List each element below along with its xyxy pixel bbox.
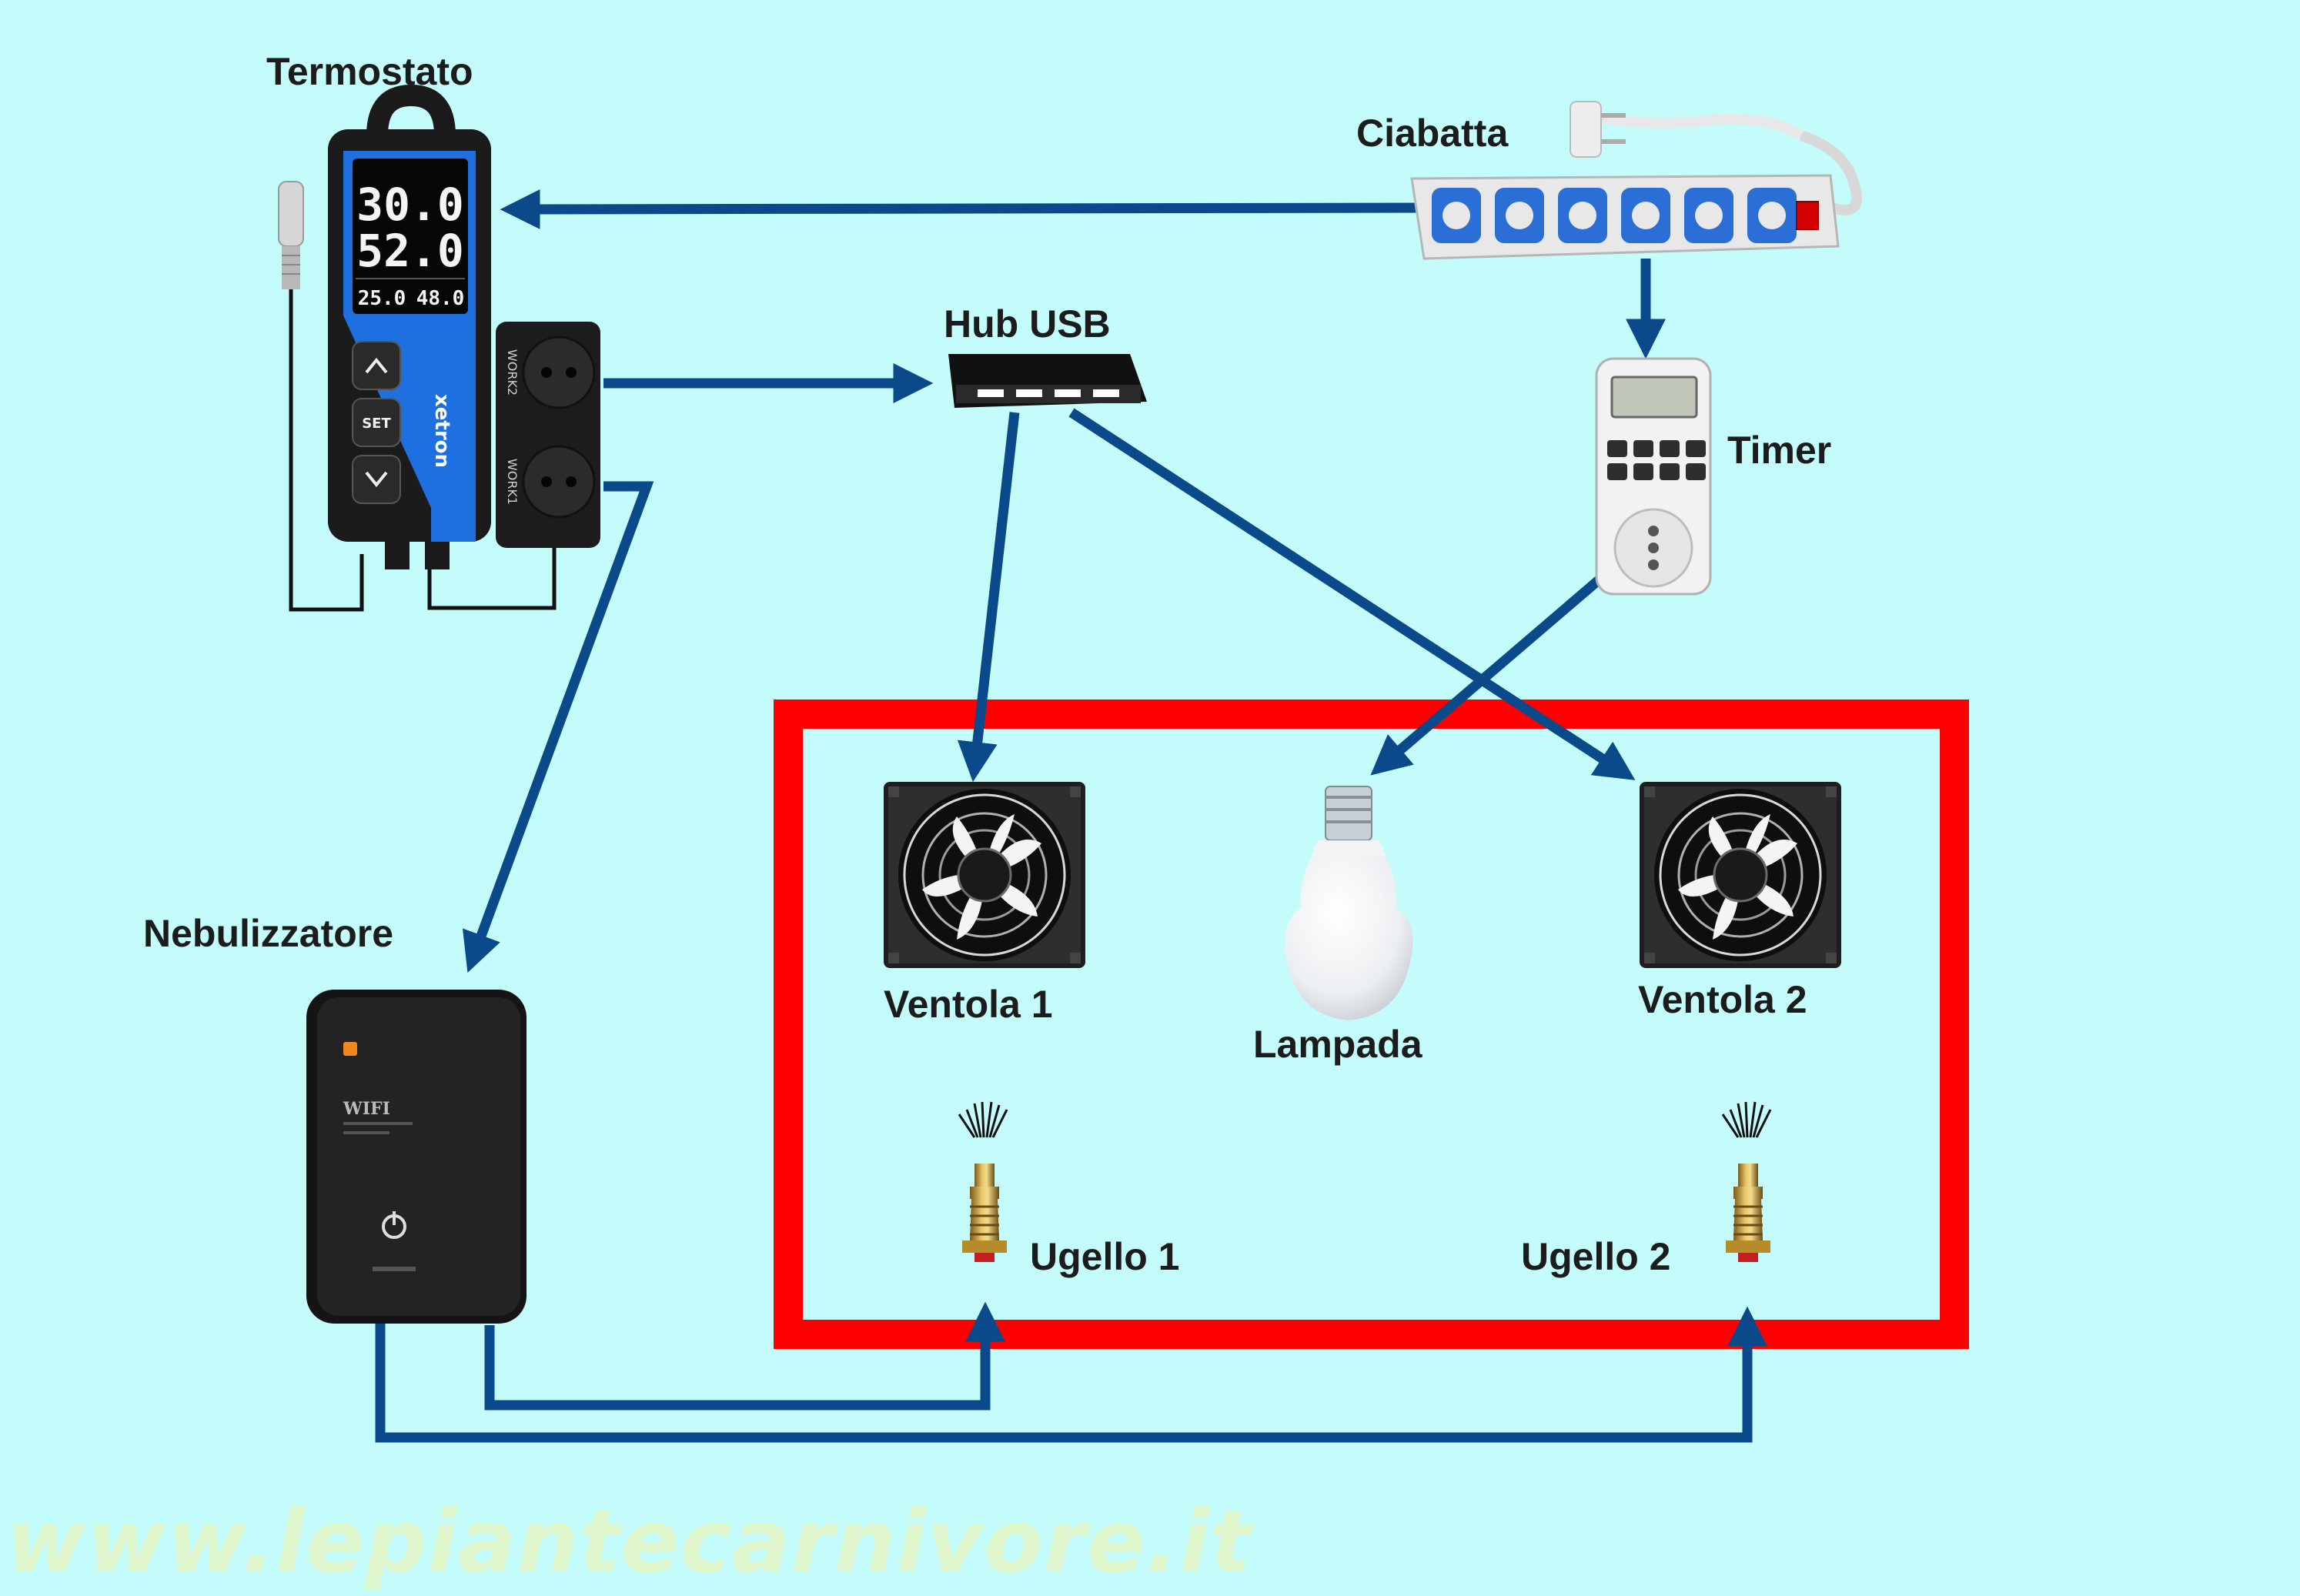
brand-logo: xetron xyxy=(430,394,453,468)
power-switch-icon xyxy=(1796,201,1819,230)
socket-label-work1: WORK1 xyxy=(505,459,520,505)
ventola1-device xyxy=(882,780,1087,970)
set-button-label: SET xyxy=(362,416,391,432)
label-ciabatta: Ciabatta xyxy=(1356,112,1509,155)
arrow-nebulizzatore-to-ugello2 xyxy=(375,1306,1767,1443)
label-ugello2: Ugello 2 xyxy=(1521,1235,1671,1278)
humidity-readout: 52.0 xyxy=(356,225,464,277)
arrow-timer-to-lampada xyxy=(1370,570,1610,776)
socket-label-work2: WORK2 xyxy=(505,349,520,396)
watermark: www.lepiantecarnivore.it xyxy=(6,1492,1252,1592)
arrow-hub-to-ventola1 xyxy=(957,412,1020,783)
ciabatta-device xyxy=(1410,101,1862,260)
label-timer: Timer xyxy=(1727,429,1832,472)
connections xyxy=(375,189,1767,1443)
label-ventola2: Ventola 2 xyxy=(1638,978,1807,1021)
arrow-ciabatta-to-termostato xyxy=(500,189,1419,229)
label-lampada: Lampada xyxy=(1253,1023,1422,1066)
timer-device xyxy=(1595,357,1712,596)
arrow-termostato-to-nebulizzatore xyxy=(462,481,654,973)
set-humidity-readout: 48.0 xyxy=(416,287,465,310)
label-hub-usb: Hub USB xyxy=(944,302,1111,346)
ugello2-device xyxy=(1721,1100,1772,1264)
label-nebulizzatore: Nebulizzatore xyxy=(143,912,394,955)
label-ugello1: Ugello 1 xyxy=(1030,1235,1180,1278)
label-ventola1: Ventola 1 xyxy=(884,983,1053,1026)
arrow-nebulizzatore-to-ugello1 xyxy=(484,1301,1005,1411)
app-logo-icon xyxy=(343,1042,357,1056)
ventola2-device xyxy=(1638,780,1843,970)
grow-enclosure xyxy=(774,700,1969,1349)
label-termostato: Termostato xyxy=(266,50,473,93)
down-arrow-icon xyxy=(365,471,388,488)
set-temp-readout: 25.0 xyxy=(358,287,406,310)
up-arrow-icon xyxy=(365,357,388,374)
temperature-readout: 30.0 xyxy=(356,179,464,231)
arrow-hub-to-ventola2 xyxy=(1068,408,1636,780)
nebulizzatore-device: WIFI xyxy=(306,990,527,1324)
wifi-label: WIFI xyxy=(343,1099,390,1119)
hub-usb-device xyxy=(948,354,1147,408)
lampada-device xyxy=(1284,786,1413,1020)
termostato-device: 30.0 52.0 25.0 48.0 SET xetron WORK2 WOR… xyxy=(278,84,600,612)
ugello1-device xyxy=(958,1100,1008,1264)
